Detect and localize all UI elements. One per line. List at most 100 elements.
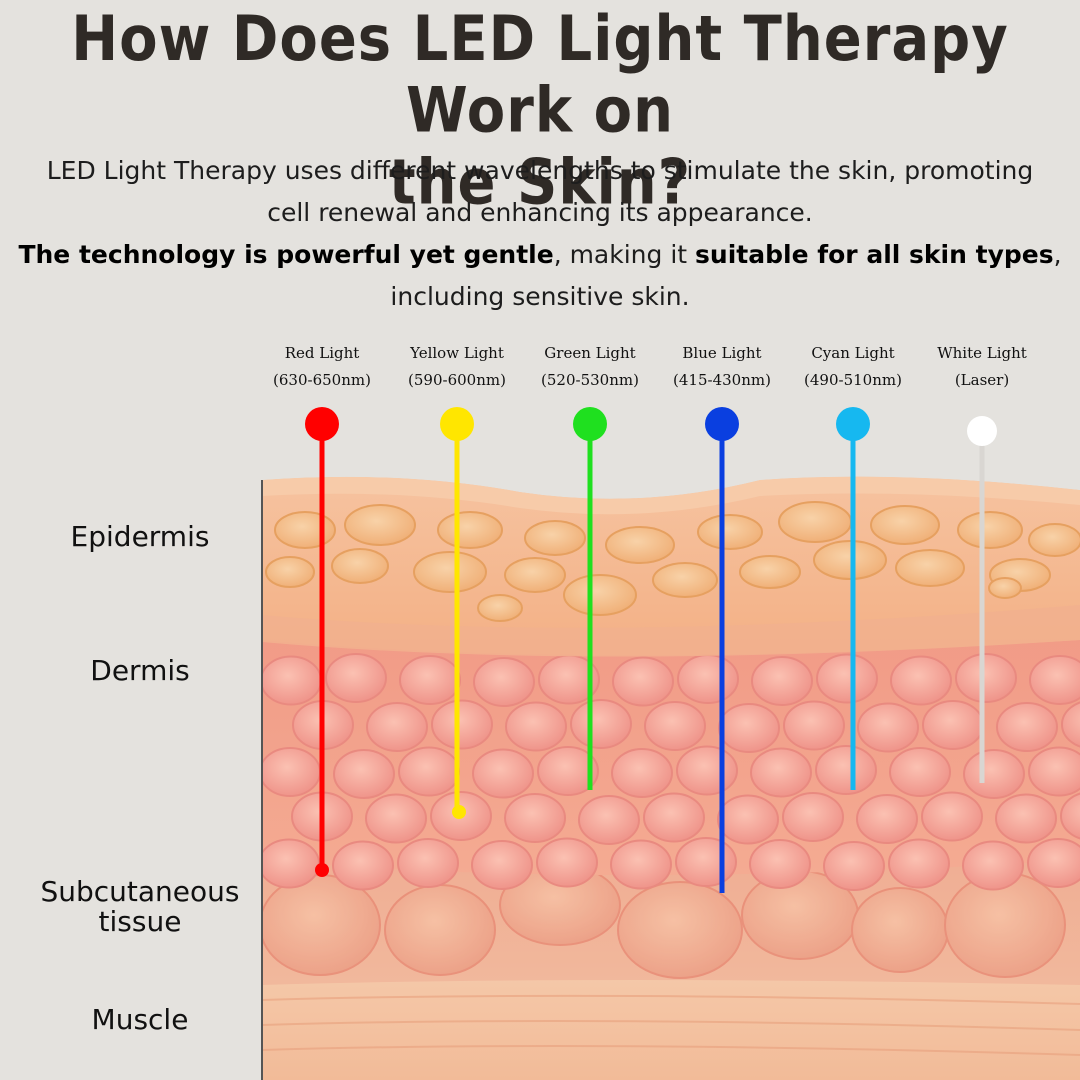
title-line-2: the Skin?: [388, 146, 692, 220]
dermis-cell: [783, 700, 845, 751]
dermis-cell: [610, 839, 672, 890]
epidermis-cells: [265, 501, 1080, 622]
title-line-1: How Does LED Light Therapy Work on: [71, 2, 1009, 148]
layer-label-epidermis: Epidermis: [70, 520, 210, 553]
light-beam-white-light: [967, 416, 997, 783]
dermis-cell: [333, 749, 395, 799]
intro-mid: , making it: [553, 240, 696, 269]
light-beam-red-light: [305, 407, 339, 877]
epidermis-cell: [413, 551, 487, 593]
dermis-cell: [262, 747, 321, 797]
light-bulb-icon: [440, 407, 474, 441]
intro-bold-a: The technology is powerful yet gentle: [18, 240, 554, 269]
beam-end-dot: [315, 863, 329, 877]
layer-label-dermis: Dermis: [90, 654, 190, 687]
epidermis-cell: [331, 548, 389, 584]
dermis-cell: [1060, 791, 1080, 841]
dermis-cell: [996, 702, 1058, 752]
dermis-cell: [504, 793, 566, 843]
dermis-cell: [921, 791, 983, 842]
light-wavelength: (415-430nm): [673, 371, 771, 389]
light-wavelength: (520-530nm): [541, 371, 639, 389]
light-bulb-icon: [705, 407, 739, 441]
light-name: Green Light: [544, 344, 636, 362]
epidermis-cell: [988, 577, 1022, 599]
subcutaneous-cells: [262, 864, 1066, 979]
skin-cross-section: [262, 476, 1080, 1080]
epidermis-cell: [957, 511, 1023, 549]
intro-line-1: LED Light Therapy uses different wavelen…: [46, 156, 1034, 185]
dermis-cell: [473, 657, 535, 707]
dermis-cell: [856, 794, 918, 844]
dermis-cell: [570, 699, 632, 749]
dermis-cell: [955, 653, 1017, 703]
dermis-cell: [816, 653, 878, 704]
dermis-cell: [397, 838, 459, 888]
layer-label-subcutaneous-1: Subcutaneous: [40, 875, 240, 908]
light-beam-yellow-light: [440, 407, 474, 819]
dermis-cell: [995, 793, 1057, 844]
dermis-cell: [782, 792, 844, 842]
epidermis-cell: [265, 556, 315, 588]
epidermis-cell: [605, 526, 675, 564]
dermis-cell: [365, 793, 427, 844]
dermis-cell: [1028, 746, 1080, 797]
light-name: Yellow Light: [410, 344, 504, 362]
intro-text: LED Light Therapy uses different wavelen…: [0, 150, 1080, 318]
dermis-cell: [677, 654, 739, 704]
light-wavelength: (Laser): [954, 371, 1010, 389]
light-label: Cyan Light(490-510nm): [778, 340, 928, 394]
dermis-cell: [505, 701, 567, 752]
epidermis-cell: [524, 520, 586, 556]
layer-label-subcutaneous: Subcutaneous tissue: [20, 877, 260, 937]
light-wavelength: (630-650nm): [273, 371, 371, 389]
light-wavelength: (590-600nm): [408, 371, 506, 389]
epidermis-cell: [344, 504, 416, 546]
light-name: Red Light: [284, 344, 360, 362]
dermis-cell: [890, 655, 952, 706]
epidermis-cell: [477, 594, 523, 622]
dermis-cell: [888, 838, 950, 889]
light-bulb-icon: [573, 407, 607, 441]
dermis-cell: [857, 702, 919, 753]
epidermis-cell: [739, 555, 801, 589]
dermis-cell: [644, 701, 706, 751]
beam-end-dot: [452, 805, 466, 819]
dermis-cell: [889, 747, 951, 797]
dermis-cell: [471, 840, 533, 890]
intro-line-2: cell renewal and enhancing its appearanc…: [267, 198, 813, 227]
skin-surface: [262, 476, 1080, 515]
light-bulb-icon: [836, 407, 870, 441]
dermis-cell: [1027, 838, 1080, 888]
dermis-cells: [262, 653, 1080, 891]
muscle-fibers: [262, 994, 1080, 1056]
dermis-cell: [676, 745, 738, 796]
dermis-cell: [262, 838, 320, 889]
dermis-cell: [1061, 699, 1080, 750]
dermis-cell: [366, 702, 428, 752]
epidermis-cell: [813, 540, 887, 580]
epidermis-cell: [895, 549, 965, 587]
dermis-cell: [431, 699, 493, 750]
dermis-cell: [398, 746, 460, 797]
dermis-cell: [1029, 655, 1080, 705]
light-label: White Light(Laser): [907, 340, 1057, 394]
intro-line-4: including sensitive skin.: [390, 282, 690, 311]
dermis-cell: [578, 795, 640, 845]
epidermis-cell: [437, 511, 503, 549]
light-label: Red Light (630-650nm): [247, 340, 397, 394]
layer-label-muscle: Muscle: [91, 1003, 189, 1036]
light-bulb-icon: [967, 416, 997, 446]
light-label: Blue Light(415-430nm): [647, 340, 797, 394]
intro-bold-b: suitable for all skin types: [695, 240, 1054, 269]
epidermis-cell: [697, 514, 763, 550]
dermis-cell: [963, 749, 1025, 799]
dermis-cell: [262, 655, 322, 706]
epidermis-cell: [504, 557, 566, 593]
intro-line-3: The technology is powerful yet gentle, m…: [0, 234, 1080, 276]
dermis-cell: [922, 700, 984, 750]
dermis-cell: [717, 794, 779, 845]
dermis-cell: [749, 839, 811, 889]
light-name: Cyan Light: [811, 344, 895, 362]
epidermis-cell: [778, 501, 852, 543]
